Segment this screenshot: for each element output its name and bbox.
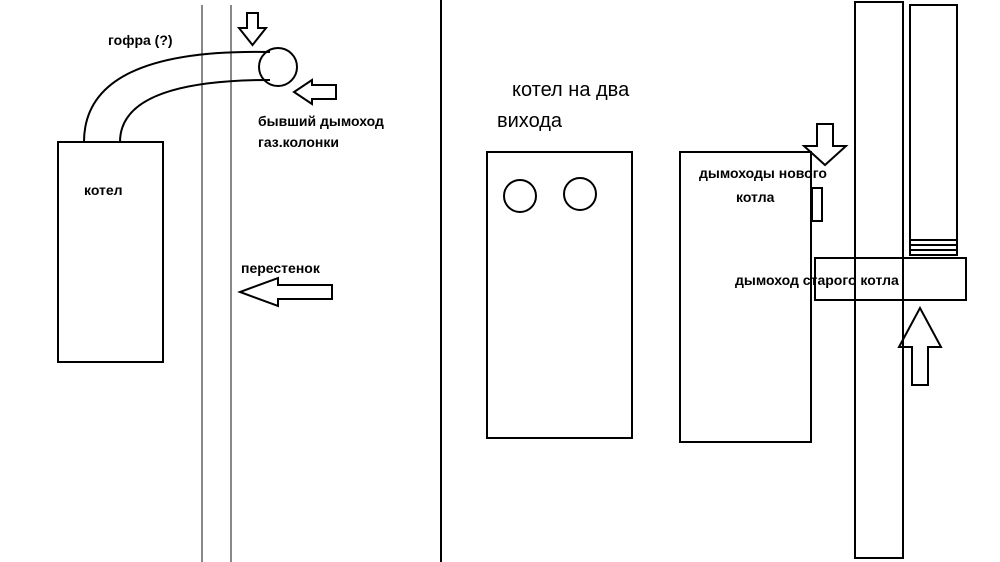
new-chimneys-label-line1: дымоходы нового — [699, 165, 827, 181]
old-chimney-pipe — [909, 4, 958, 241]
two-outlet-boiler-label-line1: котел на два — [512, 79, 630, 101]
right-sketch — [486, 1, 967, 559]
arrow-down-icon — [801, 123, 849, 167]
arrow-up-icon — [897, 305, 943, 386]
outlet-circle-left — [503, 179, 537, 213]
boiler-box — [57, 141, 164, 363]
new-boiler-box — [679, 151, 812, 443]
arrow-left-icon — [292, 78, 337, 106]
new-chimney-outlet — [811, 187, 823, 222]
old-boiler-chimney-label: дымоход старого котла — [735, 272, 899, 288]
outlet-circle-right — [563, 177, 597, 211]
chimney-column — [854, 1, 904, 559]
arrow-down-icon — [236, 12, 269, 47]
old-chimney-label-line2: газ.колонки — [258, 134, 339, 150]
old-boiler-chimney-horizontal — [814, 257, 967, 301]
left-sketch — [57, 5, 337, 562]
corrugated-pipe-inner — [119, 79, 271, 143]
arrow-left-icon — [237, 276, 333, 308]
new-chimneys-label-line2: котла — [736, 189, 775, 205]
two-outlet-boiler-label-line2: вихода — [497, 110, 563, 132]
two-outlet-boiler-box — [486, 151, 633, 439]
old-chimney-circle — [258, 47, 298, 87]
old-chimney-label-line1: бывший дымоход — [258, 113, 384, 129]
corrugated-pipe-outer — [83, 50, 271, 143]
old-chimney-pipe-collar — [909, 239, 958, 256]
boiler-label: котел — [84, 182, 123, 198]
corrugated-pipe-label: гофра (?) — [108, 32, 173, 48]
partition-label: перестенок — [241, 260, 320, 276]
